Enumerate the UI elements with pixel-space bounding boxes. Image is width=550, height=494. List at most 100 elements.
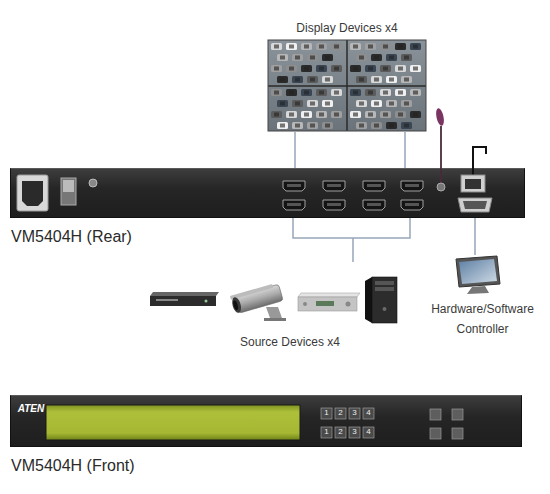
car-shapes-part — [398, 67, 403, 71]
ir-receiver-cable-part — [435, 107, 446, 126]
source-device-icons-part — [375, 281, 394, 285]
car-shapes-part — [413, 91, 418, 95]
car-shapes-part — [350, 89, 361, 96]
video-wall-image-part — [346, 40, 348, 131]
car-shapes-part — [304, 45, 309, 49]
car-shapes-part — [389, 78, 394, 82]
car-shapes-part — [383, 91, 388, 95]
car-shapes-part — [404, 56, 409, 60]
car-shapes-part — [295, 78, 300, 82]
car-shapes-part — [304, 113, 309, 117]
car-shapes-part — [389, 56, 394, 60]
car-shapes-part — [413, 45, 418, 49]
car-shapes-part — [380, 65, 391, 72]
source-device-icons-part — [316, 301, 334, 306]
car-shapes-part — [386, 100, 397, 107]
hdmi-port-part — [287, 203, 301, 206]
car-shapes-part — [356, 100, 367, 107]
car-shapes-part — [383, 45, 388, 49]
car-shapes-part — [401, 76, 412, 83]
source-device-icons — [150, 277, 397, 323]
car-shapes-part — [289, 67, 294, 71]
rear-ports-part — [17, 175, 48, 211]
car-shapes-part — [380, 89, 391, 96]
car-shapes-part — [310, 124, 315, 128]
car-shapes-part — [398, 113, 403, 117]
car-shapes-part — [359, 78, 364, 82]
car-shapes-part — [271, 111, 282, 118]
car-shapes-part — [334, 91, 339, 95]
car-shapes-part — [365, 89, 376, 96]
port-button-number: 3 — [349, 409, 360, 418]
car-shapes-part — [274, 67, 279, 71]
car-shapes-part — [295, 102, 300, 106]
car-shapes-part — [374, 56, 379, 60]
car-shapes-part — [301, 43, 312, 50]
car-shapes-part — [359, 56, 364, 60]
hdmi-port-part — [283, 200, 305, 210]
car-shapes-part — [307, 76, 318, 83]
video-wall-image-part — [268, 85, 426, 87]
car-shapes-part — [316, 111, 327, 118]
car-shapes-part — [334, 45, 339, 49]
cable-connector — [293, 218, 410, 262]
car-shapes-part — [307, 122, 318, 129]
car-shapes-part — [289, 113, 294, 117]
car-shapes-part — [401, 122, 412, 129]
car-shapes-part — [398, 45, 403, 49]
rear-ports-part — [22, 181, 43, 206]
car-shapes-part — [271, 65, 282, 72]
port-button-part — [349, 408, 360, 419]
cable-connector — [474, 218, 476, 255]
hdmi-port-part — [323, 200, 345, 210]
car-shapes-part — [404, 102, 409, 106]
car-shapes-part — [292, 122, 303, 129]
car-shapes-part — [280, 102, 285, 106]
brand-logo: ATEN — [14, 403, 48, 414]
controller-icon — [456, 256, 500, 294]
car-shapes-part — [374, 124, 379, 128]
source-device-icons-part — [298, 293, 360, 297]
port-button-part — [335, 408, 346, 419]
rear-ports-part — [458, 198, 492, 212]
node-heading: VM5404H (Front) — [11, 456, 135, 475]
port-button-number: 2 — [335, 428, 346, 437]
rear-ports — [17, 175, 492, 212]
rear-ports-part — [89, 179, 97, 187]
car-shapes-part — [395, 89, 406, 96]
ir-receiver-cable — [435, 107, 446, 186]
car-shapes-part — [277, 122, 288, 129]
car-shapes-part — [368, 91, 373, 95]
car-shapes-part — [331, 89, 342, 96]
car-shapes-part — [410, 111, 421, 118]
node-heading: Display Devices x4 — [296, 21, 397, 35]
car-shapes-part — [401, 54, 412, 61]
controller-icon-part — [459, 259, 497, 284]
car-shapes-part — [280, 124, 285, 128]
car-shapes-part — [295, 56, 300, 60]
front-panel-parts-part — [430, 428, 441, 439]
car-shapes-part — [274, 45, 279, 49]
source-device-icons-part-part — [230, 284, 273, 300]
car-shapes-part — [304, 67, 309, 71]
car-shapes-part — [395, 43, 406, 50]
car-shapes-part — [374, 78, 379, 82]
car-shapes-part — [380, 111, 391, 118]
car-shapes-part — [289, 45, 294, 49]
car-shapes-part — [292, 54, 303, 61]
cable-connector — [295, 131, 405, 168]
video-wall-image — [268, 40, 426, 131]
car-shapes-part — [386, 54, 397, 61]
car-shapes-part — [386, 122, 397, 129]
port-button-number: 4 — [363, 409, 374, 418]
car-shapes-part — [277, 76, 288, 83]
car-shapes-part — [410, 89, 421, 96]
car-shapes-part — [413, 67, 418, 71]
car-shapes-part — [280, 56, 285, 60]
car-shapes-part — [325, 56, 330, 60]
car-shapes-part — [410, 65, 421, 72]
car-shapes-part — [319, 91, 324, 95]
car-shapes-part — [310, 102, 315, 106]
car-shapes-part — [307, 54, 318, 61]
